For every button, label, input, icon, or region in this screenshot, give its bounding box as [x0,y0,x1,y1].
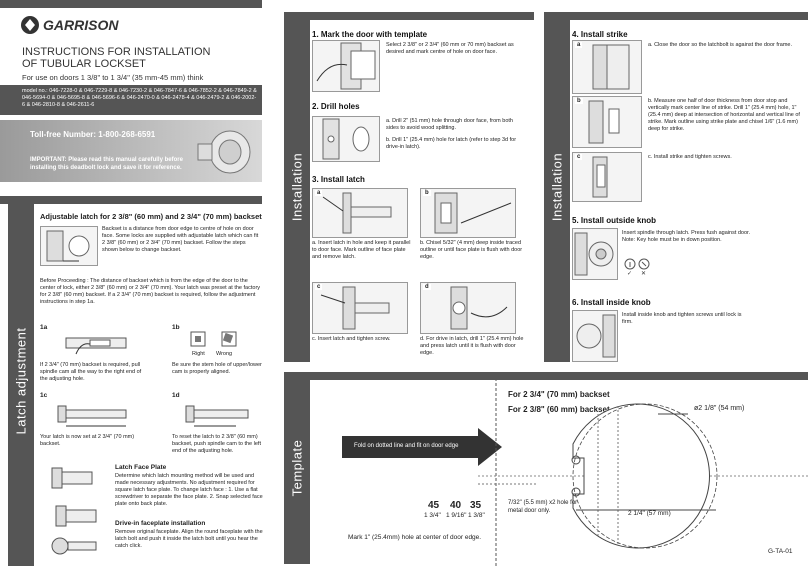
step-3-title: 3. Install latch [312,175,365,184]
mark-hole-note: Mark 1" (25.4mm) hole at center of door … [348,534,482,541]
step-6-figure [572,310,618,362]
step-3c-text: c. Insert latch and tighten screw. [312,336,391,342]
important-note: IMPORTANT: Please read this manual caref… [30,157,183,171]
drive-in-text: Remove original faceplate. Align the rou… [115,529,263,549]
step-1b-figure [188,330,268,352]
right-top-bar [544,12,808,20]
document-code: G-TA-01 [768,548,793,555]
model-numbers: model no.: 046-7228-0 & 046-7229-8 & 046… [22,88,257,108]
mm-40: 40 [450,500,462,511]
knob-lock-illustration [197,130,251,174]
step-4a-figure: a [572,40,642,94]
step-6-title: 6. Install inside knob [572,298,651,307]
template-top-bar [284,372,808,380]
fold-arrow: Fold on dotted line and fit on door edge [342,428,502,466]
step-1b-right: Right [192,351,205,357]
garrison-emblem-icon [21,16,39,34]
step-1a-label: 1a [40,324,48,331]
step-3b-text: b. Chisel 5/32" (4 mm) deep inside trace… [420,240,523,260]
faceplate-figure [42,462,108,558]
step-2-title: 2. Drill holes [312,102,360,111]
step-1d-label: 1d [172,392,180,399]
step-1b-text: Be sure the stem hole of upper/lower cam… [172,362,262,375]
template-section-label: Template [284,372,310,564]
step-3d-text: d. For drive in latch, drill 1" (25.4 mm… [420,336,524,356]
step-2a-text: a. Drill 2" (51 mm) hole through door fa… [386,118,513,131]
fold-text: Fold on dotted line and fit on door edge [354,443,459,449]
drive-in-title: Drive-in faceplate installation [115,520,206,527]
step-1-figure [312,40,380,92]
garrison-logo: GARRISON [20,14,140,36]
step-5-figure [572,228,618,280]
latch-heading: Adjustable latch for 2 3/8" (60 mm) and … [40,212,262,221]
in-40: 1 9/16" [446,512,467,519]
metal-door-hole-note: 7/32" (5.5 mm) x2 hole for metal door on… [508,500,578,514]
middle-top-bar [284,12,534,20]
step-1b-label: 1b [172,324,180,331]
svg-text:✕: ✕ [641,271,646,276]
title-line1: INSTRUCTIONS FOR INSTALLATION [22,46,211,58]
latch-section-label: Latch adjustment [8,196,34,566]
mm-35: 35 [470,500,482,511]
step-1a-text: If 2 3/4" (70 mm) backset is required, p… [40,362,142,382]
step-4-title: 4. Install strike [572,30,628,39]
right-installation-label: Installation [544,12,570,362]
info-banner: Toll-free Number: 1-800-268-6591 IMPORTA… [0,120,262,182]
template-drawing [478,378,808,568]
step-3d-figure: d [420,282,516,334]
model-banner: model no.: 046-7228-0 & 046-7229-8 & 046… [0,85,262,115]
step-3b-figure: b [420,188,516,238]
step-5-text: Insert spindle through latch. Press fush… [622,230,751,243]
in-35: 1 3/8" [468,512,485,519]
step-3c-figure: c [312,282,408,334]
in-45: 1 3/4" [424,512,441,519]
left-top-bar [0,0,262,8]
step-4b-text: b. Measure one half of door thickness fr… [648,98,800,132]
backset-figure [40,226,98,266]
installation-section-label: Installation [284,12,310,362]
step-1-text: Select 2 3/8" or 2 3/4" (60 mm or 70 mm)… [386,42,514,55]
backset-70-label: For 2 3/4" (70 mm) backset [508,390,610,399]
step-1-title: 1. Mark the door with template [312,30,428,39]
before-proceeding: Before Proceeding : The distance of back… [40,278,261,305]
brand-name: GARRISON [43,17,119,33]
step-1c-text: Your latch is now set at 2 3/4" (70 mm) … [40,434,135,447]
step-6-text: Install inside knob and tighten screws u… [622,312,742,325]
step-1d-figure [180,398,260,430]
step-5-title: 5. Install outside knob [572,216,657,225]
svg-text:✓: ✓ [627,271,632,276]
step-4a-text: a. Close the door so the latchbolt is ag… [648,42,792,48]
step-3a-figure: a [312,188,408,238]
step-4c-text: c. Install strike and tighten screws. [648,154,732,160]
backset-60-label: For 2 3/8" (60 mm) backset [508,405,610,414]
width-label: 2 1/4" (57 mm) [628,510,671,517]
faceplate-text: Determine which latch mounting method wi… [115,473,263,507]
step-1c-label: 1c [40,392,48,399]
step-4b-figure: b [572,96,642,148]
mm-45: 45 [428,500,440,511]
step-1c-figure [50,398,140,430]
toll-free-number: Toll-free Number: 1-800-268-6591 [30,130,156,139]
latch-intro: Backset is a distance from door edge to … [102,226,259,253]
step-1b-wrong: Wrong [216,351,233,357]
title-line2: OF TUBULAR LOCKSET [22,58,146,70]
step-4c-figure: c [572,152,642,202]
latch-top-bar [0,196,262,204]
doors-subtitle: For use on doors 1 3/8" to 1 3/4" (35 mm… [22,73,204,82]
step-1a-figure [46,330,136,358]
step-3a-text: a. Insert latch in hole and keep it para… [312,240,411,260]
step-2-figure [312,116,380,162]
faceplate-title: Latch Face Plate [115,464,167,471]
keyhole-position-icons: ✓✕ [624,258,654,277]
diameter-label: ø2 1/8" (54 mm) [694,405,745,412]
step-2b-text: b. Drill 1" (25.4 mm) hole for latch (re… [386,137,517,150]
step-1d-text: To reset the latch to 2 3/8" (60 mm) bac… [172,434,261,454]
